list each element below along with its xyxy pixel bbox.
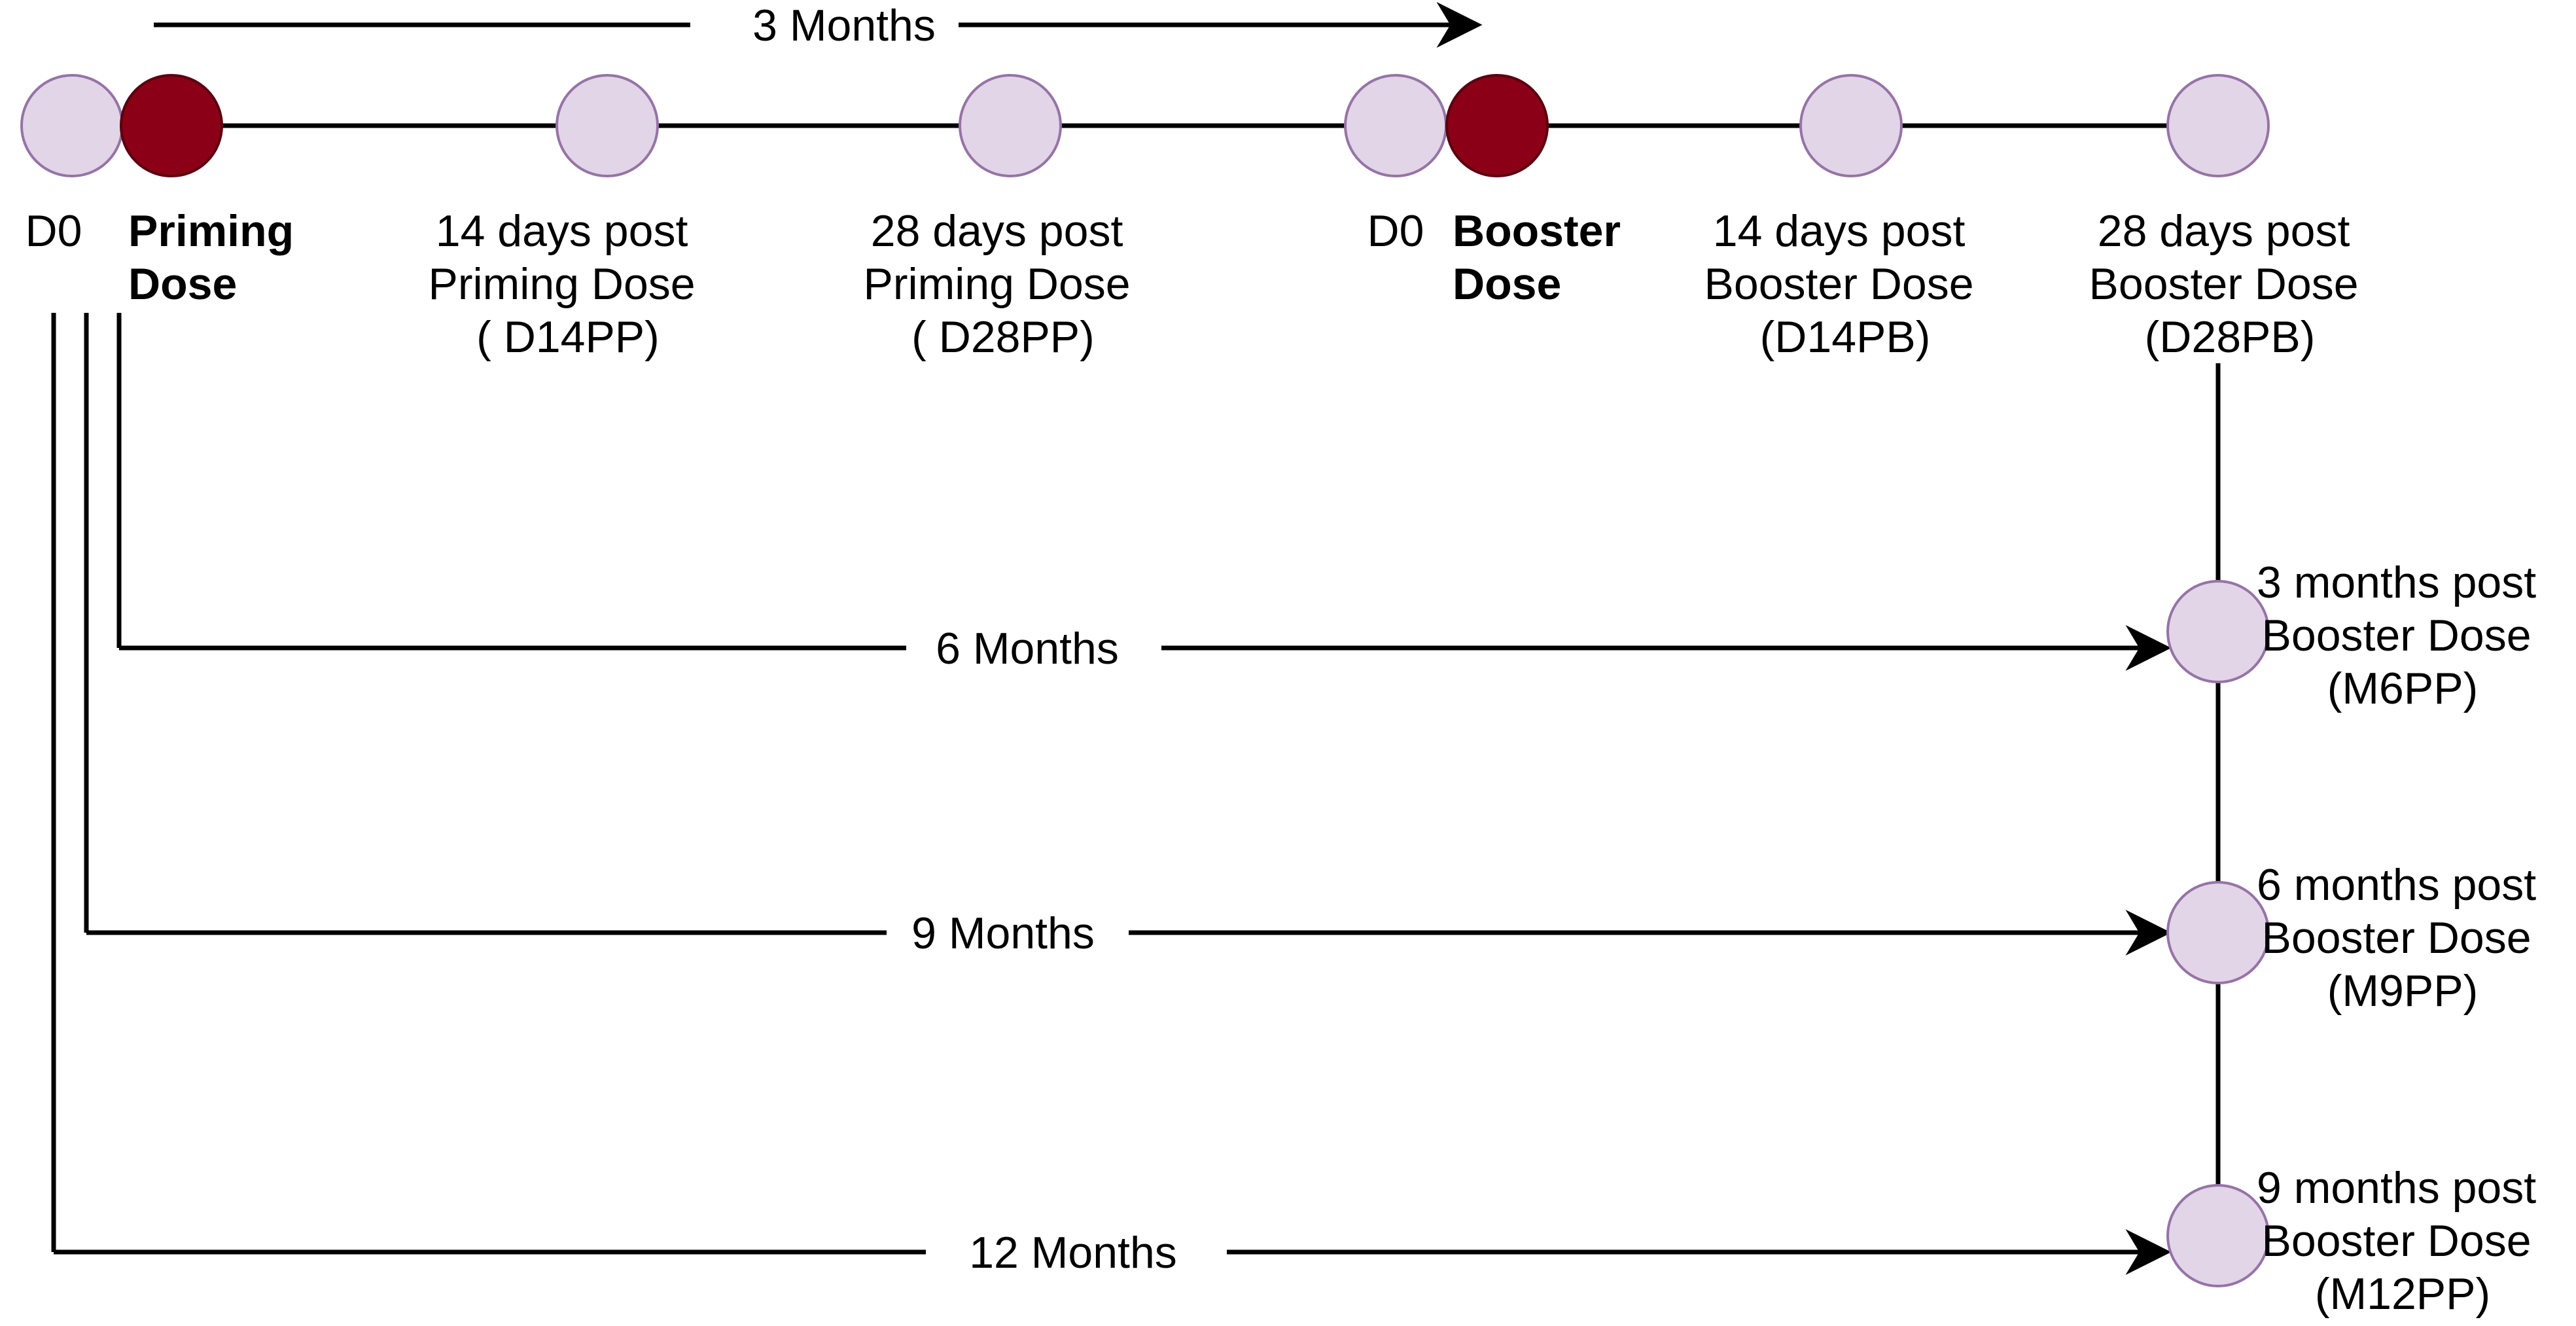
top-interval-label: 3 Months — [752, 1, 936, 50]
node-label-d0-prime: D0 — [26, 206, 82, 256]
node-label-m9pp: 6 months post Booster Dose (M9PP) — [2257, 860, 2549, 1016]
node-label-line: Booster Dose — [2262, 611, 2532, 660]
timeline-node-d14pb — [1799, 74, 1903, 177]
timeline-node-d28pp — [959, 74, 1062, 177]
node-label-line: Priming Dose — [863, 259, 1130, 309]
followup-node-m12pp — [2166, 1184, 2270, 1287]
node-label-line: Dose — [128, 259, 237, 309]
node-label-line: 28 days post — [871, 206, 1123, 256]
node-label-line: (M9PP) — [2327, 966, 2478, 1016]
timeline-node-d14pp — [556, 74, 659, 177]
node-label-line: 6 months post — [2257, 860, 2536, 910]
followup-node-m6pp — [2166, 580, 2270, 683]
node-label-line: Booster Dose — [2089, 259, 2359, 309]
node-label-line: Dose — [1453, 259, 1561, 309]
node-label-line: ( D14PP) — [476, 312, 660, 362]
timeline-node-d28pb — [2166, 74, 2270, 177]
node-label-line: Booster Dose — [2262, 1216, 2532, 1266]
followup-interval-label-9m: 9 Months — [911, 908, 1095, 958]
node-label-line: 14 days post — [436, 206, 688, 256]
followup-interval-label-6m: 6 Months — [936, 624, 1119, 673]
node-label-line: D0 — [1367, 206, 1424, 256]
node-label-line: Booster — [1453, 206, 1621, 256]
node-label-line: Booster Dose — [2262, 913, 2532, 963]
node-label-d28pb: 28 days post Booster Dose (D28PB) — [2089, 206, 2371, 362]
node-label-d14pb: 14 days post Booster Dose (D14PB) — [1704, 206, 1986, 362]
node-label-d14pp: 14 days post Priming Dose ( D14PP) — [428, 206, 707, 362]
timeline-node-booster-dose — [1445, 74, 1549, 177]
node-label-line: (D14PB) — [1760, 312, 1931, 362]
node-label-line: (M6PP) — [2327, 664, 2478, 713]
timeline-node-d0-prime — [20, 74, 124, 177]
node-label-line: D0 — [26, 206, 82, 256]
followup-node-group — [2166, 580, 2270, 1287]
node-label-line: (M12PP) — [2315, 1269, 2490, 1319]
followup-interval-label-12m: 12 Months — [969, 1228, 1177, 1278]
node-label-line: 14 days post — [1713, 206, 1966, 256]
node-label-line: 3 months post — [2257, 558, 2536, 607]
node-label-line: 28 days post — [2098, 206, 2350, 256]
timeline-node-group — [20, 74, 2270, 177]
timeline-node-d0-boost — [1344, 74, 1447, 177]
timeline-node-priming-dose — [120, 74, 223, 177]
node-label-m12pp: 9 months post Booster Dose (M12PP) — [2257, 1163, 2549, 1319]
node-label-line: Booster Dose — [1704, 259, 1974, 309]
node-label-priming-dose: Priming Dose — [128, 206, 306, 309]
node-label-d28pp: 28 days post Priming Dose ( D28PP) — [863, 206, 1142, 362]
node-label-m6pp: 3 months post Booster Dose (M6PP) — [2257, 558, 2549, 713]
node-label-line: (D28PB) — [2145, 312, 2316, 362]
node-label-line: Priming Dose — [428, 259, 695, 309]
node-label-d0-boost: D0 — [1367, 206, 1424, 256]
followup-node-m9pp — [2166, 881, 2270, 984]
node-label-line: Priming — [128, 206, 294, 256]
node-label-booster-dose: Booster Dose — [1453, 206, 1633, 309]
node-label-line: 9 months post — [2257, 1163, 2536, 1213]
node-label-line: ( D28PP) — [911, 312, 1095, 362]
